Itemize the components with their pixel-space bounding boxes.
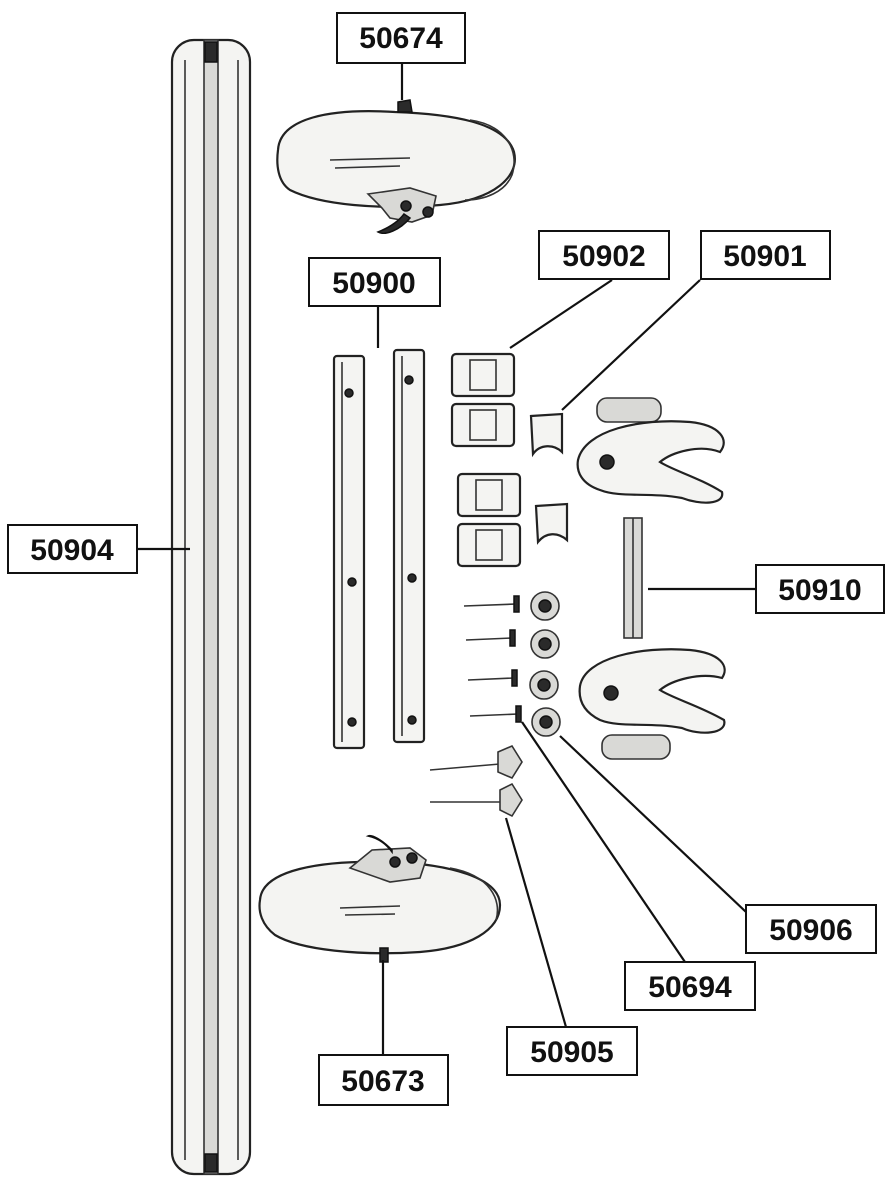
callout-50901: 50901 (700, 230, 831, 280)
nut-part-50906 (529, 591, 561, 737)
callout-50906-text: 50906 (769, 914, 852, 947)
callout-50905-text: 50905 (530, 1036, 613, 1069)
saddle-part-50901 (529, 412, 569, 545)
callout-50674-text: 50674 (359, 22, 443, 55)
callout-50694: 50694 (624, 961, 756, 1011)
leader-line-50901 (561, 279, 701, 411)
strip-part-50900 (332, 348, 426, 750)
callout-50694-text: 50694 (648, 971, 732, 1004)
callout-50902-text: 50902 (562, 240, 645, 273)
callout-50910: 50910 (755, 564, 885, 614)
knob-screw-part-50905 (429, 744, 523, 818)
callout-50906: 50906 (745, 904, 877, 954)
bolt-part-50694 (463, 595, 522, 723)
callout-50900: 50900 (308, 257, 441, 307)
leader-line-50906 (559, 735, 747, 913)
callout-50673: 50673 (318, 1054, 449, 1106)
callout-50901-text: 50901 (723, 240, 806, 273)
callout-50902: 50902 (538, 230, 670, 280)
block-part-50902 (450, 352, 522, 568)
leader-line-50694 (521, 721, 686, 963)
foot-part-50674 (276, 99, 516, 234)
callout-50904-text: 50904 (30, 534, 114, 567)
callout-50905: 50905 (506, 1026, 638, 1076)
callout-50910-text: 50910 (778, 574, 861, 607)
callout-50900-text: 50900 (332, 267, 415, 300)
leader-line-50905 (504, 817, 570, 1035)
leader-line-50902 (509, 279, 613, 349)
crossbar-part-50904 (170, 38, 252, 1176)
clamp-part-50910 (576, 397, 726, 760)
callout-50673-text: 50673 (341, 1065, 424, 1098)
callout-50904: 50904 (7, 524, 138, 574)
foot-part-50673 (258, 834, 502, 963)
callout-50674: 50674 (336, 12, 466, 64)
